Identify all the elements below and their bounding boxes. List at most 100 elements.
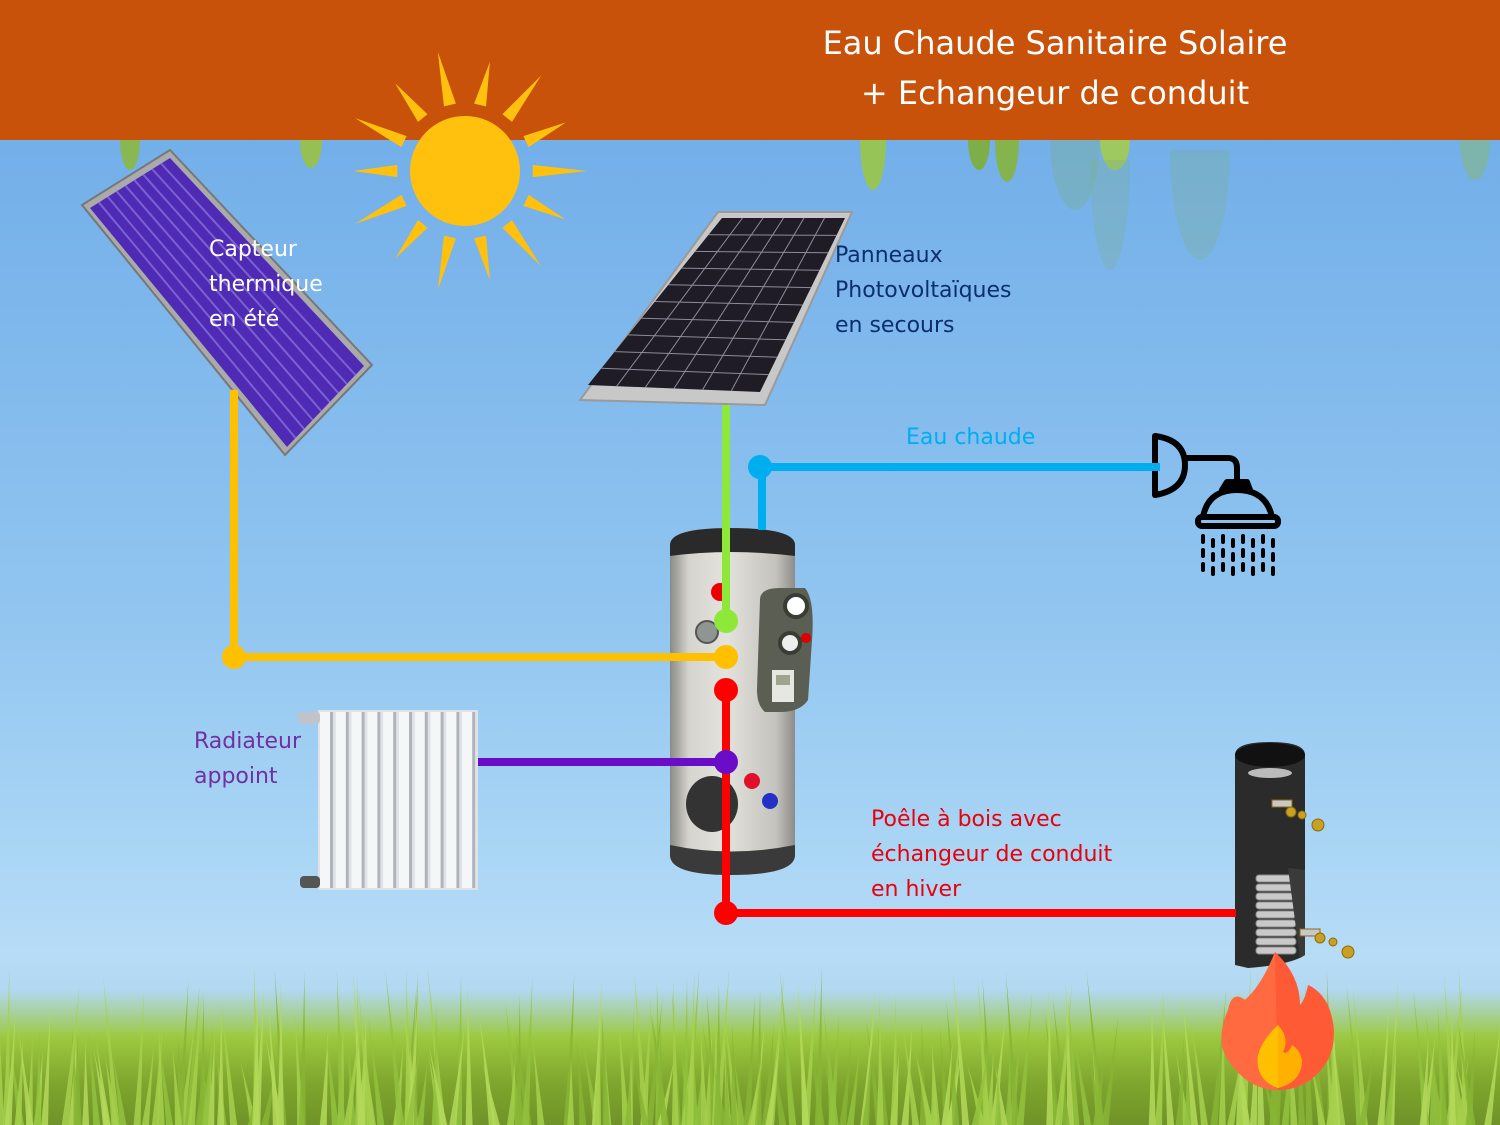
- grass-blade: [985, 1049, 994, 1125]
- grass-blade: [217, 1006, 225, 1125]
- radiator-fin: [383, 712, 397, 888]
- radiator-fin: [367, 712, 381, 888]
- grass-blade: [1073, 1033, 1092, 1125]
- grass-blade: [82, 1039, 90, 1125]
- radiator-fin-shadow: [456, 712, 460, 888]
- grass-blade: [1227, 1040, 1244, 1125]
- grass-blade: [802, 981, 816, 1125]
- grass-blade: [797, 980, 810, 1125]
- sun-icon: [353, 52, 587, 290]
- collector-stripe: [151, 168, 348, 385]
- grass-blade: [754, 989, 762, 1125]
- grass-blade: [846, 1046, 860, 1125]
- grass-blade: [1065, 977, 1074, 1125]
- grass-blade: [141, 1043, 154, 1125]
- grass-blade: [34, 1030, 42, 1125]
- leaf-decoration: [120, 140, 140, 170]
- grass-blade: [1384, 1024, 1397, 1125]
- grass-blade: [723, 1054, 731, 1125]
- grass-blade: [1377, 1003, 1390, 1125]
- grass-blade: [41, 1008, 51, 1125]
- pv-cell-line: [681, 267, 820, 271]
- grass-blade: [514, 1063, 527, 1125]
- grass-blade: [747, 1051, 763, 1125]
- collector-stripe: [115, 190, 314, 421]
- grass-blade: [765, 1038, 780, 1125]
- grass-blade: [890, 994, 898, 1125]
- grass-blade: [1446, 1036, 1463, 1125]
- grass-blade: [455, 974, 463, 1125]
- grass-blade: [61, 986, 80, 1125]
- grass-blade: [967, 1064, 986, 1125]
- sun-ray: [355, 118, 407, 148]
- grass-blade: [506, 1054, 516, 1125]
- radiator-junction: [714, 750, 738, 774]
- shower-icon: [1152, 433, 1281, 576]
- grass-blade: [625, 1009, 635, 1125]
- radiator-fin-shadow: [440, 712, 444, 888]
- leaf-decoration: [968, 140, 990, 170]
- pv-junction: [714, 609, 738, 633]
- grass-blade: [1420, 1034, 1436, 1125]
- coil-turn: [1255, 928, 1297, 937]
- pv-cell-line: [708, 234, 837, 236]
- grass-blade: [1450, 1047, 1466, 1125]
- radiator-fin: [446, 712, 460, 888]
- label-line: en été: [209, 307, 280, 332]
- grass-blade: [902, 1026, 920, 1125]
- wood-stove-label: Poêle à bois avec échangeur de conduit e…: [871, 802, 1112, 907]
- grass-blade: [111, 1050, 127, 1125]
- radiator-icon: [298, 710, 478, 890]
- collector-stripe: [160, 162, 357, 376]
- grass-blade: [828, 1013, 840, 1125]
- grass-blade: [700, 1020, 708, 1125]
- grass-blade: [1281, 1014, 1294, 1125]
- grass-blade: [1249, 990, 1259, 1125]
- header-bar: [0, 0, 1500, 140]
- grass-blade: [178, 1020, 195, 1125]
- grass-blade: [1016, 992, 1033, 1125]
- grass-blade: [1440, 1054, 1448, 1125]
- grass-blade: [1465, 1028, 1476, 1125]
- photovoltaic-panel-icon: [578, 211, 854, 407]
- grass-blade: [1155, 991, 1164, 1125]
- sun-ray: [523, 122, 566, 148]
- grass-blade: [479, 1013, 496, 1125]
- grass-blade: [761, 1023, 774, 1125]
- flue-exchanger-icon: [1235, 742, 1355, 968]
- grass-blade: [994, 1064, 1002, 1125]
- grass-blade: [195, 1046, 207, 1125]
- title-line-2: + Echangeur de conduit: [860, 74, 1250, 112]
- pv-panels-label: Panneaux Photovoltaïques en secours: [835, 238, 1011, 343]
- grass-blade: [671, 978, 679, 1125]
- grass-blade: [915, 1050, 934, 1125]
- radiator-fin-shadow: [424, 712, 428, 888]
- grass-blade: [645, 997, 663, 1125]
- grass-blade: [207, 1035, 215, 1125]
- grass-blade: [151, 1019, 163, 1125]
- label-line: Poêle à bois avec: [871, 807, 1062, 832]
- grass-blade: [385, 969, 405, 1125]
- label-line: thermique: [209, 272, 323, 297]
- grass-blade: [4, 1007, 16, 1125]
- sun-ray: [437, 52, 456, 107]
- grass-blade: [952, 971, 970, 1125]
- grass-blade: [1218, 1003, 1226, 1125]
- fire-icon: [1221, 952, 1334, 1090]
- grass-blade: [298, 971, 306, 1125]
- stove-junction-bottom: [714, 901, 738, 925]
- grass-blade: [465, 983, 473, 1125]
- radiator-fin: [414, 712, 428, 888]
- sun-ray: [395, 220, 428, 259]
- label-line: Radiateur: [194, 729, 301, 754]
- thermal-junction-left: [222, 645, 246, 669]
- grass-blade: [103, 976, 120, 1125]
- grass-blade: [187, 992, 202, 1125]
- grass-blade: [814, 966, 822, 1125]
- grass-blade: [713, 1064, 728, 1125]
- grass-blade: [325, 1029, 339, 1125]
- thermal-collector-label: Capteur thermique en été: [209, 232, 323, 337]
